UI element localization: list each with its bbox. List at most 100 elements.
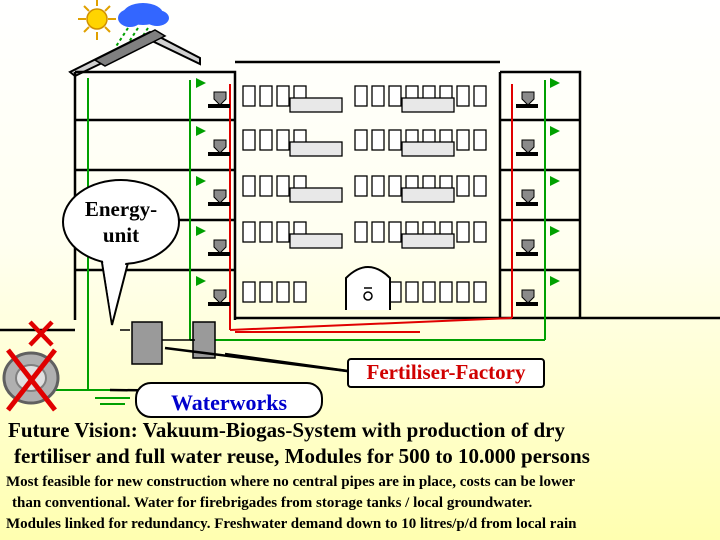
balcony-railing (401, 141, 455, 157)
water-tap-icon (550, 126, 560, 136)
toilet-icon (521, 189, 535, 204)
crossed-pipe-icon (28, 320, 54, 347)
window-pane (293, 281, 307, 303)
toilet-icon (521, 239, 535, 254)
water-tap-icon (550, 276, 560, 286)
waterworks-box (135, 382, 323, 418)
note-line-2: than conventional. Water for firebrigade… (12, 495, 533, 511)
balcony-railing (401, 187, 455, 203)
toilet-icon (213, 189, 227, 204)
note-line-1: Most feasible for new construction where… (6, 474, 576, 490)
window-pane (354, 85, 368, 107)
window-pane (473, 281, 487, 303)
balcony-railing (289, 233, 343, 249)
water-tap-icon (550, 226, 560, 236)
water-tap-icon (196, 176, 206, 186)
window-pane (276, 281, 290, 303)
toilet-icon (213, 139, 227, 154)
facade-windows (242, 85, 487, 303)
note-line-3: Modules linked for redundancy. Freshwate… (6, 516, 577, 532)
balcony-railing (401, 233, 455, 249)
window-pane (276, 85, 290, 107)
water-tap-icon (196, 126, 206, 136)
window-pane (388, 85, 402, 107)
water-tap-icon (196, 78, 206, 88)
window-pane (388, 221, 402, 243)
window-pane (259, 129, 273, 151)
floor-drain (208, 202, 230, 206)
window-pane (242, 281, 256, 303)
floor-drain (208, 152, 230, 156)
balcony-railing (289, 141, 343, 157)
window-pane (456, 175, 470, 197)
window-pane (259, 281, 273, 303)
toilet-icon (521, 139, 535, 154)
window-pane (371, 221, 385, 243)
floor-drain (208, 252, 230, 256)
window-pane (354, 129, 368, 151)
window-pane (354, 221, 368, 243)
vision-title-line2: fertiliser and full water reuse, Modules… (14, 444, 590, 468)
toilet-icon (213, 289, 227, 304)
window-pane (371, 175, 385, 197)
tank-modules (120, 321, 216, 365)
toilet-icon (213, 239, 227, 254)
toilet-icon (213, 91, 227, 106)
window-pane (473, 129, 487, 151)
window-pane (276, 175, 290, 197)
window-pane (276, 221, 290, 243)
floor-drain (516, 202, 538, 206)
floor-drain (208, 302, 230, 306)
window-pane (422, 281, 436, 303)
water-tap-icon (196, 276, 206, 286)
toilet-icon (521, 91, 535, 106)
window-pane (456, 281, 470, 303)
energy-unit-bubble (62, 179, 180, 326)
balcony-railing (289, 187, 343, 203)
window-pane (242, 221, 256, 243)
window-pane (242, 129, 256, 151)
window-pane (473, 85, 487, 107)
window-pane (371, 129, 385, 151)
toilet-icon (521, 289, 535, 304)
window-pane (456, 85, 470, 107)
floor-drain (516, 104, 538, 108)
vision-title-line1: Future Vision: Vakuum-Biogas-System with… (8, 418, 565, 442)
solar-panel-icon (93, 29, 167, 67)
window-pane (388, 129, 402, 151)
feasibility-notes: Most feasible for new construction where… (6, 472, 576, 535)
floor-drain (208, 104, 230, 108)
window-pane (405, 281, 419, 303)
window-pane (439, 281, 453, 303)
energy-unit-label: Energy- unit (62, 196, 180, 248)
water-tap-icon (550, 78, 560, 88)
water-tap-icon (550, 176, 560, 186)
balcony-railing (289, 97, 343, 113)
window-pane (456, 129, 470, 151)
floor-fixtures (196, 78, 560, 306)
window-pane (242, 85, 256, 107)
balcony-railing (401, 97, 455, 113)
window-pane (473, 221, 487, 243)
floor-drain (516, 302, 538, 306)
window-pane (388, 175, 402, 197)
window-pane (259, 175, 273, 197)
sun-icon (78, 0, 116, 40)
floor-drain (516, 152, 538, 156)
window-pane (276, 129, 290, 151)
energy-unit-label-line2: unit (102, 223, 140, 247)
window-pane (259, 221, 273, 243)
floor-drain (516, 252, 538, 256)
window-pane (456, 221, 470, 243)
crossed-tank-icon (2, 348, 60, 412)
water-tap-icon (196, 226, 206, 236)
window-pane (259, 85, 273, 107)
waterworks-label: Waterworks (170, 390, 288, 415)
window-pane (354, 175, 368, 197)
fertiliser-factory-box (347, 358, 545, 388)
window-pane (242, 175, 256, 197)
window-pane (371, 85, 385, 107)
fertiliser-factory-label: Fertiliser-Factory (366, 360, 526, 384)
